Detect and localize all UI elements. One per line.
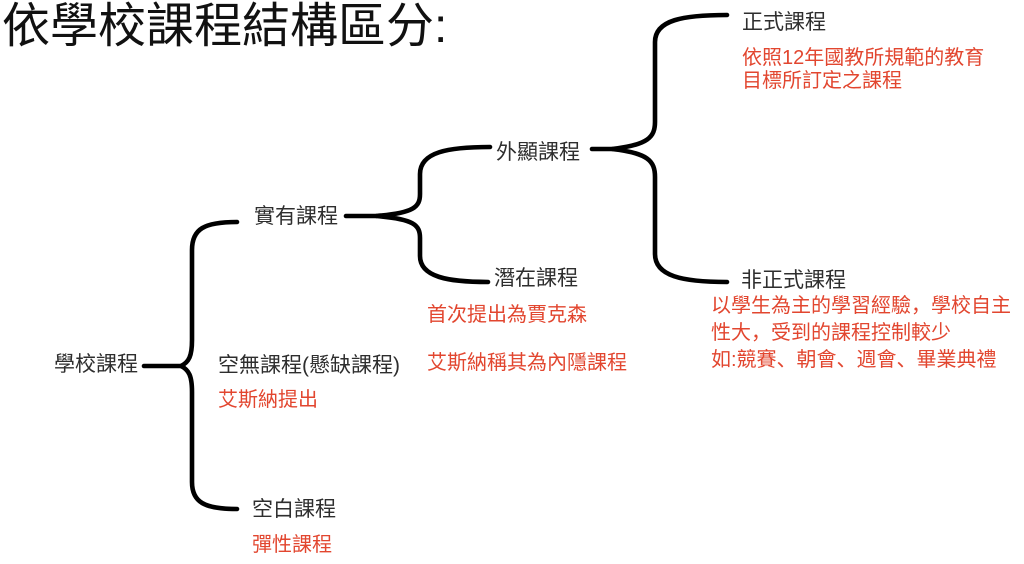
node-real-curriculum: 實有課程 bbox=[254, 205, 338, 228]
brace-real-children bbox=[375, 144, 493, 285]
brace-explicit-children bbox=[611, 12, 730, 285]
note-line: 以學生為主的學習經驗，學校自主 bbox=[711, 295, 1011, 317]
node-blank-curriculum: 空白課程 bbox=[252, 498, 336, 521]
note-formal-curriculum: 依照12年國教所規範的教育 目標所訂定之課程 bbox=[742, 47, 984, 93]
diagram-title: 依學校課程結構區分: bbox=[2, 0, 448, 53]
note-line: 目標所訂定之課程 bbox=[742, 70, 902, 92]
node-null-curriculum: 空無課程(懸缺課程) bbox=[218, 354, 400, 377]
note-line: 彈性課程 bbox=[252, 534, 332, 556]
note-line: 首次提出為賈克森 bbox=[427, 304, 587, 326]
node-latent-curriculum: 潛在課程 bbox=[494, 267, 578, 290]
note-null-curriculum-origin: 艾斯納提出 bbox=[218, 389, 318, 412]
node-formal-curriculum: 正式課程 bbox=[742, 11, 826, 34]
note-line: 性大，受到的課程控制較少 bbox=[711, 322, 951, 344]
note-informal-curriculum-examples: 如:競賽、朝會、週會、畢業典禮 bbox=[711, 349, 997, 372]
brace-school-children bbox=[175, 219, 240, 512]
note-informal-curriculum-description: 以學生為主的學習經驗，學校自主 性大，受到的課程控制較少 bbox=[711, 293, 1011, 347]
note-line: 依照12年國教所規範的教育 bbox=[742, 47, 985, 69]
note-blank-curriculum-alias: 彈性課程 bbox=[252, 534, 332, 557]
node-informal-curriculum: 非正式課程 bbox=[741, 269, 846, 292]
note-latent-curriculum-alias: 艾斯納稱其為內隱課程 bbox=[427, 352, 627, 375]
note-latent-curriculum-origin: 首次提出為賈克森 bbox=[427, 304, 587, 327]
node-explicit-curriculum: 外顯課程 bbox=[496, 141, 580, 164]
node-school-curriculum: 學校課程 bbox=[54, 353, 138, 376]
note-line: 如:競賽、朝會、週會、畢業典禮 bbox=[711, 349, 997, 371]
note-line: 艾斯納提出 bbox=[218, 389, 318, 411]
note-line: 艾斯納稱其為內隱課程 bbox=[427, 352, 627, 374]
